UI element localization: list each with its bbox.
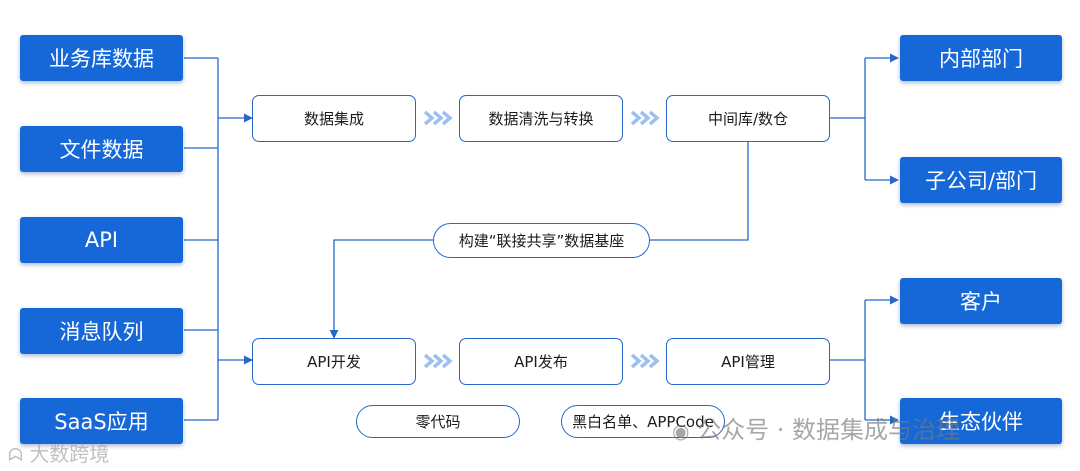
stage-warehouse: 中间库/数仓 xyxy=(666,95,830,142)
target-eco-partner: 生态伙伴 xyxy=(900,398,1062,444)
badge-whitelist-appcode: 黑白名单、APPCode xyxy=(561,405,725,438)
stage-api-publish: API发布 xyxy=(459,338,623,385)
wechat-icon: ◉ xyxy=(672,419,690,443)
stage-api-manage: API管理 xyxy=(666,338,830,385)
chevron-right-icon xyxy=(423,110,453,126)
stage-api-dev: API开发 xyxy=(252,338,416,385)
source-message-queue: 消息队列 xyxy=(20,308,183,354)
source-file-data: 文件数据 xyxy=(20,126,183,172)
source-saas-app: SaaS应用 xyxy=(20,398,183,444)
chevron-right-icon xyxy=(423,353,453,369)
target-customer: 客户 xyxy=(900,278,1062,324)
stage-data-integration: 数据集成 xyxy=(252,95,416,142)
target-internal-dept: 内部部门 xyxy=(900,35,1062,81)
brand-logo-icon: ᗣ xyxy=(8,445,23,466)
target-subsidiary: 子公司/部门 xyxy=(900,157,1062,203)
source-api: API xyxy=(20,217,183,263)
stage-cleaning-transform: 数据清洗与转换 xyxy=(459,95,623,142)
watermark-wechat-text: 公众号 · 数据集成与治理 xyxy=(697,416,960,444)
badge-zero-code: 零代码 xyxy=(356,405,520,438)
watermark-brand-text: 大数跨境 xyxy=(29,442,110,466)
source-business-db: 业务库数据 xyxy=(20,35,183,81)
watermark-brand: ᗣ 大数跨境 xyxy=(8,438,109,467)
foundation-label: 构建“联接共享”数据基座 xyxy=(433,223,650,258)
chevron-right-icon xyxy=(630,353,660,369)
watermark-wechat: ◉ 公众号 · 数据集成与治理 xyxy=(672,410,960,445)
chevron-right-icon xyxy=(630,110,660,126)
